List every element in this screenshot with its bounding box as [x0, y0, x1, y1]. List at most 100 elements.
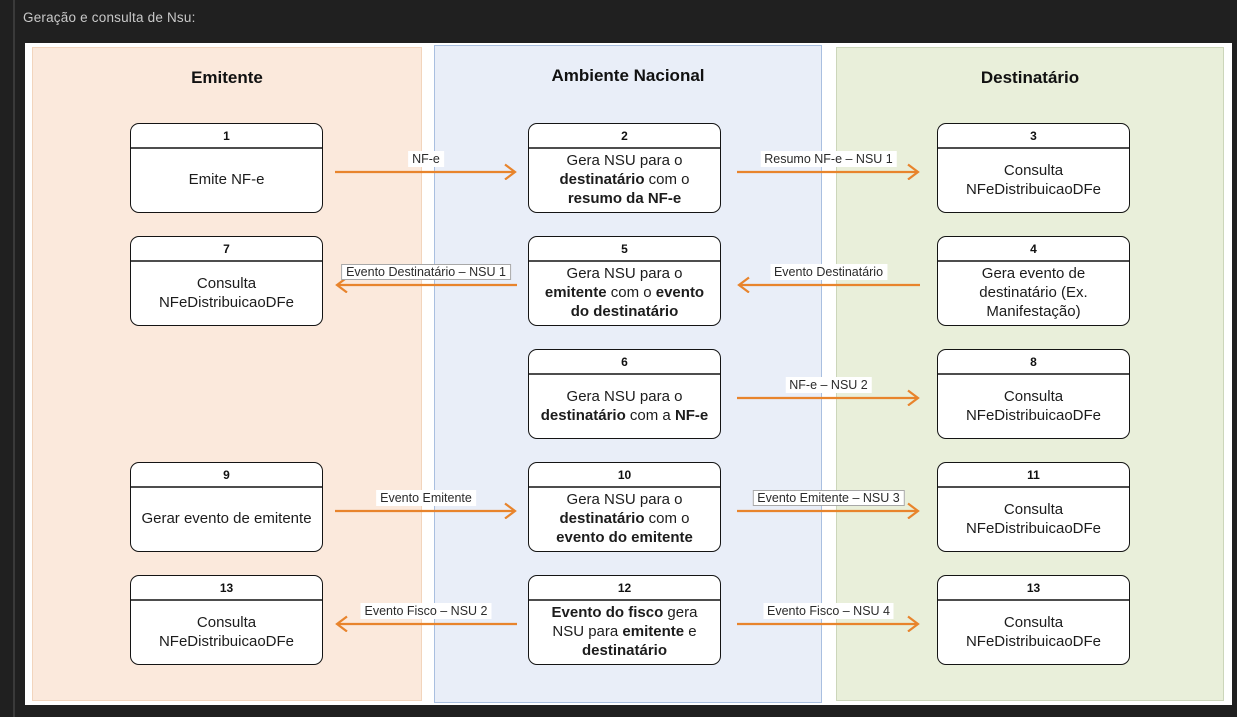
node-text: Gera evento de destinatário (Ex. Manifes…: [938, 262, 1129, 325]
node-number: 4: [938, 237, 1129, 262]
node-text-bold-segment: NF-e: [674, 406, 709, 424]
arrow-label: Evento Destinatário: [769, 264, 888, 280]
node-text-bold-segment: evento do emitente: [556, 528, 693, 546]
node-text-segment: Gera evento de destinatário (Ex. Manifes…: [979, 265, 1088, 320]
arrow-row1-right: NF-e: [335, 150, 517, 180]
column-title-destinatario: Destinatário: [980, 68, 1080, 87]
left-divider: [13, 0, 15, 717]
node-text-segment: Consulta NFeDistribuicaoDFe: [158, 274, 295, 311]
node-number: 13: [131, 576, 322, 601]
arrow-row2-left: Evento Destinatário – NSU 1: [335, 263, 517, 293]
node-text-bold-segment: destinatário: [540, 406, 626, 424]
node-text-segment: com a: [625, 406, 675, 424]
arrow-label: Resumo NF-e – NSU 1: [760, 151, 897, 167]
arrow-row2-left: Evento Destinatário: [737, 263, 920, 293]
node-text-bold-segment: emitente: [622, 623, 685, 641]
arrow-row5-right: Evento Fisco – NSU 4: [737, 602, 920, 632]
arrow-label: Evento Emitente – NSU 3: [752, 490, 905, 506]
node-text-segment: Consulta NFeDistribuicaoDFe: [158, 613, 295, 650]
arrow-left-icon: [737, 276, 920, 293]
node-text-segment: Emite NF-e: [188, 171, 265, 189]
node-text: Consulta NFeDistribuicaoDFe: [131, 601, 322, 664]
node-text-segment: com o: [644, 510, 690, 528]
node-text-segment: e: [684, 623, 697, 641]
node-text-segment: gera NSU para: [552, 604, 698, 641]
node-text-segment: Gera NSU para o: [566, 152, 683, 170]
node-number: 5: [529, 237, 720, 262]
node-text-bold-segment: destinatário: [559, 510, 645, 528]
arrow-label: Evento Fisco – NSU 2: [360, 603, 492, 619]
node-text-bold-segment: evento do destinatário: [570, 284, 705, 320]
node-text: Evento do fisco gera NSU para emitente e…: [529, 601, 720, 664]
arrow-row4-right: Evento Emitente – NSU 3: [737, 489, 920, 519]
node-text-segment: Consulta NFeDistribuicaoDFe: [965, 613, 1102, 650]
node-text: Gerar evento de emitente: [131, 488, 322, 551]
node-text-bold-segment: resumo da NF-e: [567, 189, 682, 207]
node-text-segment: com o: [644, 171, 690, 189]
node-number: 13: [938, 576, 1129, 601]
node-number: 6: [529, 350, 720, 375]
arrow-label: Evento Fisco – NSU 4: [763, 603, 894, 619]
node-text: Consulta NFeDistribuicaoDFe: [938, 601, 1129, 664]
column-title-emitente: Emitente: [191, 68, 263, 87]
node-text-bold-segment: destinatário: [559, 171, 645, 189]
node-number: 8: [938, 350, 1129, 375]
node-text: Gera NSU para o destinatário com o event…: [529, 488, 720, 551]
arrow-row4-right: Evento Emitente: [335, 489, 517, 519]
nsu-flow-diagram: Emitente Ambiente Nacional Destinatário …: [25, 43, 1232, 705]
arrow-label: NF-e: [408, 151, 444, 167]
node-text-segment: Consulta NFeDistribuicaoDFe: [965, 500, 1102, 537]
arrow-right-icon: [737, 615, 920, 632]
node-text: Consulta NFeDistribuicaoDFe: [131, 262, 322, 325]
arrow-left-icon: [335, 615, 517, 632]
arrow-label: NF-e – NSU 2: [785, 377, 872, 393]
node-text: Consulta NFeDistribuicaoDFe: [938, 149, 1129, 212]
node-text-bold-segment: destinatário: [581, 641, 668, 659]
node-text-segment: com o: [606, 284, 656, 302]
node-text: Gera NSU para o destinatário com o resum…: [529, 149, 720, 212]
arrow-row3-right: NF-e – NSU 2: [737, 376, 920, 406]
node-number: 12: [529, 576, 720, 601]
node-text-segment: Consulta NFeDistribuicaoDFe: [965, 387, 1102, 424]
node-number: 7: [131, 237, 322, 262]
node-number: 11: [938, 463, 1129, 488]
node-text: Emite NF-e: [131, 149, 322, 212]
node-text: Consulta NFeDistribuicaoDFe: [938, 488, 1129, 551]
arrow-left-icon: [335, 276, 517, 293]
node-text: Consulta NFeDistribuicaoDFe: [938, 375, 1129, 438]
node-text: Gera NSU para o emitente com o evento do…: [529, 262, 720, 325]
page-heading: Geração e consulta de Nsu:: [23, 10, 196, 25]
node-number: 1: [131, 124, 322, 149]
node-text-segment: Gera NSU para o: [566, 491, 683, 509]
arrow-right-icon: [335, 163, 517, 180]
node-text-segment: Gera NSU para o: [566, 265, 683, 283]
arrow-row1-right: Resumo NF-e – NSU 1: [737, 150, 920, 180]
column-title-ambiente-nacional: Ambiente Nacional: [551, 66, 705, 85]
node-text-segment: Gerar evento de emitente: [141, 510, 312, 528]
arrow-right-icon: [737, 163, 920, 180]
arrow-right-icon: [737, 502, 920, 519]
node-text-segment: Gera NSU para o: [566, 387, 683, 405]
node-text-bold-segment: emitente: [544, 284, 607, 302]
node-number: 2: [529, 124, 720, 149]
node-number: 10: [529, 463, 720, 488]
arrow-label: Evento Emitente: [376, 490, 476, 506]
arrow-right-icon: [737, 389, 920, 406]
arrow-right-icon: [335, 502, 517, 519]
arrow-label: Evento Destinatário – NSU 1: [341, 264, 511, 280]
node-text: Gera NSU para o destinatário com a NF-e: [529, 375, 720, 438]
node-text-segment: Consulta NFeDistribuicaoDFe: [965, 161, 1102, 198]
